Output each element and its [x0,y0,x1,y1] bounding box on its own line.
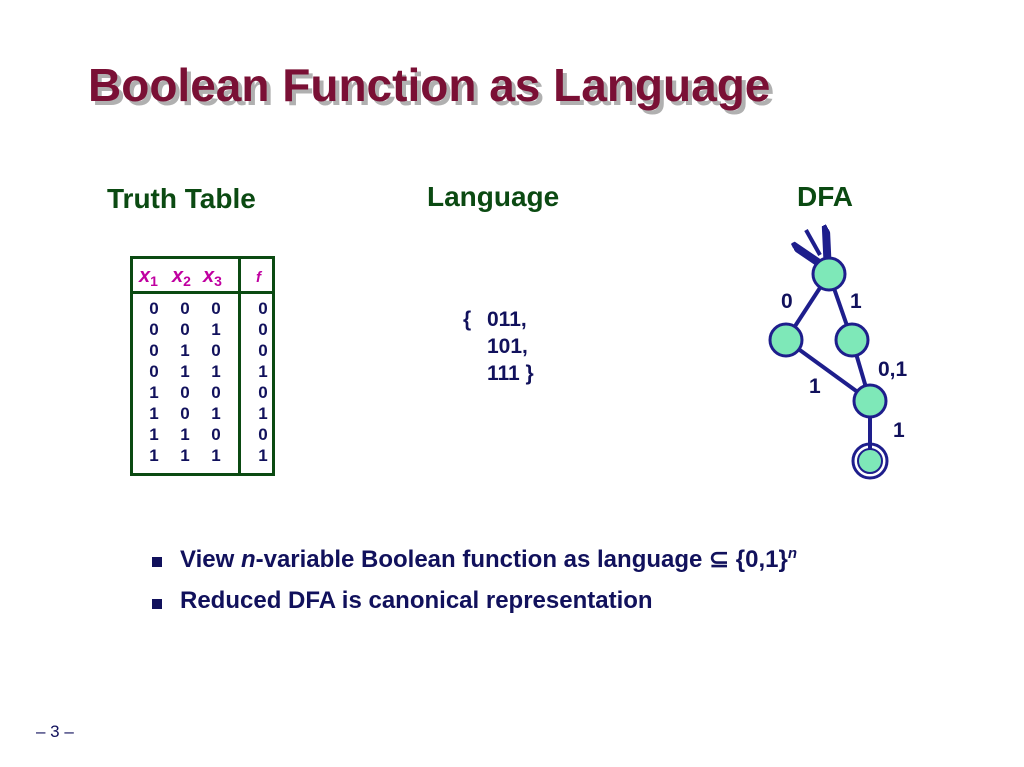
truth-table-input-cell: 0 [211,299,221,318]
truth-table-input-cell: 1 [211,404,221,423]
edge-label: 0 [781,290,793,313]
edge-label: 1 [850,290,862,313]
dfa-state-root [811,256,847,292]
truth-table-input-cell: 1 [180,341,190,360]
truth-table-input-cell: 0 [149,320,159,339]
truth-table-input-cell: 1 [149,404,159,423]
dfa-accept-state [857,448,883,474]
start-arrow [806,230,820,255]
language-word: 011, [487,308,527,331]
edge-label: 1 [893,419,905,442]
truth-table-input-cell: 0 [180,383,190,402]
dfa-state [768,322,804,358]
truth-table-input-cell: 1 [149,446,159,465]
truth-table-input-cell: 0 [211,425,221,444]
truth-table-output-divider [238,259,241,473]
edge-label: 0,1 [878,358,908,381]
bullet-square-icon [152,557,162,567]
truth-table-output-cell: 1 [258,446,268,465]
dfa-state [852,383,888,419]
truth-table-input-cell: 0 [180,299,190,318]
truth-table-output-cell: 0 [258,383,268,402]
truth-table-input-cell: 0 [180,404,190,423]
bullet-text: View n-variable Boolean function as lang… [180,545,798,573]
truth-table-header-divider [133,291,272,294]
slide-title: Boolean Function as Language [88,59,771,111]
truth-table-input-cell: 1 [211,362,221,381]
truth-table-output-cell: 0 [258,341,268,360]
column-header-x3: x3 [203,265,222,289]
dfa-header: DFA [797,181,853,212]
truth-table-input-cell: 1 [180,362,190,381]
column-header-x1: x1 [139,265,158,289]
language-word: 111 } [487,362,534,385]
dfa-accept-state-outer [851,442,889,480]
dfa-state [834,322,870,358]
truth-table-input-cell: 1 [180,425,190,444]
truth-table-input-cell: 1 [180,446,190,465]
page-number: – 3 – [36,722,74,741]
truth-table-input-cell: 0 [149,299,159,318]
truth-table: x1 x2 x3 f 0 0 0 0 0 0 1 0 0 1 0 0 0 1 1 1 1 0 0 0 1 0 1 1 1 1 0 0 1… [130,256,275,476]
bullet-text: Reduced DFA is canonical representation [180,587,653,614]
truth-table-output-cell: 1 [258,362,268,381]
truth-table-output-cell: 0 [258,320,268,339]
language-open-brace: { [463,308,472,331]
language-word: 101, [487,335,528,358]
truth-table-output-cell: 0 [258,425,268,444]
language-header: Language [427,181,560,212]
truth-table-input-cell: 1 [211,446,221,465]
truth-table-input-cell: 0 [149,362,159,381]
truth-table-input-cell: 0 [180,320,190,339]
truth-table-input-cell: 1 [149,425,159,444]
truth-table-input-cell: 0 [211,383,221,402]
truth-table-input-cell: 0 [149,341,159,360]
truth-table-input-cell: 1 [149,383,159,402]
truth-table-output-cell: 1 [258,404,268,423]
edge-label: 1 [809,375,821,398]
bullet-square-icon [152,599,162,609]
column-header-x2: x2 [172,265,191,289]
truth-table-output-cell: 0 [258,299,268,318]
truth-table-input-cell: 0 [211,341,221,360]
column-header-f: f [256,269,261,286]
truth-table-header: Truth Table [107,183,256,214]
truth-table-input-cell: 1 [211,320,221,339]
